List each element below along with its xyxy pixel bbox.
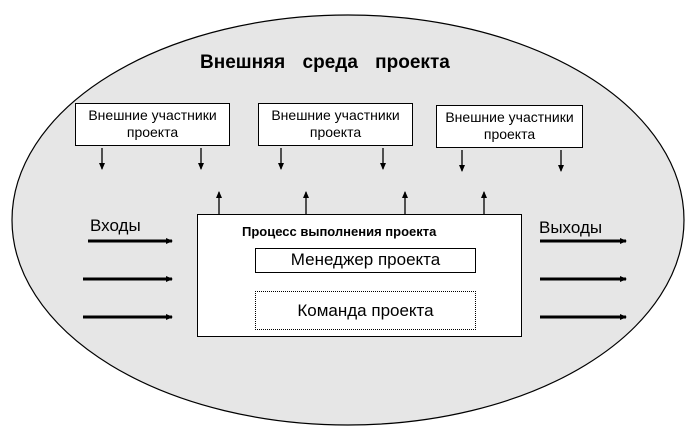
project-team-box: Команда проекта: [255, 291, 476, 330]
process-arrows-up: [216, 191, 487, 214]
outputs-label: Выходы: [539, 218, 603, 237]
participant-label-line1: Внешние участники: [445, 109, 574, 125]
participant-label-line2: проекта: [126, 124, 179, 140]
participant-arrows-down: [99, 148, 564, 172]
external-participant-box: Внешние участники проекта: [258, 103, 413, 146]
participant-label-line2: проекта: [483, 126, 536, 142]
input-arrows: [83, 238, 173, 320]
participant-label-line1: Внешние участники: [88, 107, 217, 123]
process-title: Процесс выполнения проекта: [242, 224, 437, 239]
external-participant-box: Внешние участники проекта: [436, 105, 583, 148]
inputs-label: Входы: [90, 216, 141, 235]
participant-label-line1: Внешние участники: [271, 107, 400, 123]
project-process-box: Процесс выполнения проекта Менеджер прое…: [197, 214, 522, 337]
project-manager-box: Менеджер проекта: [255, 248, 476, 273]
environment-title: Внешняя среда проекта: [200, 52, 450, 73]
participant-label-line2: проекта: [309, 124, 362, 140]
output-arrows: [540, 238, 627, 320]
external-participant-box: Внешние участники проекта: [75, 103, 230, 146]
